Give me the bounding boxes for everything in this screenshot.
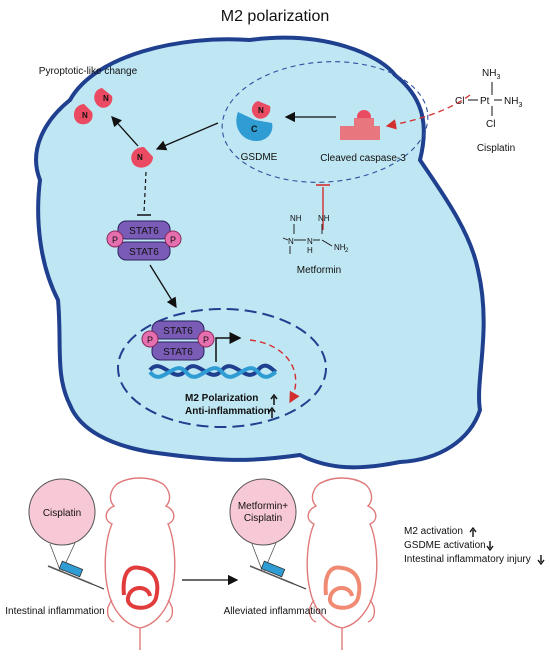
syringe-left <box>47 560 105 590</box>
stat6-dimer-nucleus: STAT6 STAT6 P P <box>141 320 215 361</box>
anti-inflammation-text: Anti-inflammation <box>185 406 270 417</box>
gut-left <box>121 565 160 610</box>
down-arrow-icon <box>486 541 494 552</box>
effect-m2-activation: M2 activation <box>404 526 463 537</box>
arrow-stat6-to-nucleus <box>149 264 177 309</box>
cisplatin-nh3-right: NH3 <box>504 96 522 109</box>
cleaved-caspase3 <box>340 110 380 140</box>
combo-bubble <box>229 478 297 546</box>
phospho-label: P <box>112 235 118 245</box>
down-arrow-icon <box>537 555 545 566</box>
figure-title: M2 polarization <box>221 8 330 25</box>
cisplatin-nh3-top: NH3 <box>482 68 500 81</box>
n-label: N <box>82 111 88 120</box>
cisplatin-name: Cisplatin <box>477 143 515 154</box>
up-arrow-icon <box>268 406 276 418</box>
arrow-n-to-fragments <box>111 116 139 147</box>
combo-bubble-line2: Cisplatin <box>244 513 282 524</box>
gsdme-protein: C N <box>236 101 273 142</box>
svg-text:N: N <box>307 237 313 246</box>
transcription-start-arrow <box>215 332 242 362</box>
mouse-right <box>306 477 378 650</box>
effect-gsdme-activation: GSDME activation <box>404 540 486 551</box>
stat6-label: STAT6 <box>163 326 193 337</box>
nucleus <box>117 308 327 428</box>
n-label: N <box>137 153 143 162</box>
syringe-right <box>249 560 307 590</box>
n-fragment-1: N <box>94 88 113 108</box>
svg-text:NH: NH <box>290 214 302 223</box>
arrow-cisplatin-to-caspase <box>385 94 471 130</box>
cisplatin-cl-bottom: Cl <box>486 119 495 130</box>
arrow-gsdme-to-n <box>155 122 219 151</box>
combo-bubble-line1: Metformin+ <box>238 501 288 512</box>
stat6-label: STAT6 <box>163 347 193 358</box>
up-arrow-icon <box>270 393 278 405</box>
gsdme-caspase-compartment <box>221 61 429 183</box>
cisplatin-bubble <box>28 478 96 546</box>
caspase-label: Cleaved caspase-3 <box>320 153 406 164</box>
mouse-left <box>104 477 176 650</box>
stat6-label: STAT6 <box>129 226 159 237</box>
metformin-label: Metformin <box>297 265 341 276</box>
stat6-label: STAT6 <box>129 247 159 258</box>
cisplatin-bubble-label: Cisplatin <box>43 508 81 519</box>
stat6-dimer-cytoplasm: STAT6 STAT6 P P <box>106 220 182 261</box>
n-fragment-2: N <box>73 104 93 125</box>
n-label: N <box>258 106 264 115</box>
gsdme-label: GSDME <box>241 152 278 163</box>
n-label: N <box>103 94 109 103</box>
arrow-expression-output <box>249 339 300 404</box>
m2-polarization-text: M2 Polarization <box>185 393 258 404</box>
svg-text:N: N <box>288 237 294 246</box>
gut-right <box>323 565 362 610</box>
right-caption: Alleviated inflammation <box>224 606 327 617</box>
cisplatin-structure: NH3 Cl Pt NH3 Cl <box>455 68 522 130</box>
svg-text:2: 2 <box>345 248 349 254</box>
macrophage-cell <box>34 35 486 470</box>
phospho-label: P <box>170 235 176 245</box>
pyroptotic-label: Pyroptotic-like change <box>39 66 138 77</box>
svg-text:NH: NH <box>334 243 346 252</box>
n-fragment-center: N <box>131 147 153 168</box>
phospho-label: P <box>203 335 209 345</box>
left-caption: Intestinal inflammation <box>5 606 105 617</box>
svg-text:NH: NH <box>318 214 330 223</box>
svg-text:H: H <box>307 246 313 255</box>
effect-intestinal-injury: Intestinal inflammatory injury <box>404 554 531 565</box>
metformin-structure: NH NH N N H NH 2 <box>282 214 349 255</box>
up-arrow-icon <box>469 526 477 537</box>
c-label: C <box>251 124 258 134</box>
dna-helix <box>148 363 278 379</box>
phospho-label: P <box>147 335 153 345</box>
cisplatin-pt: Pt <box>480 96 490 107</box>
